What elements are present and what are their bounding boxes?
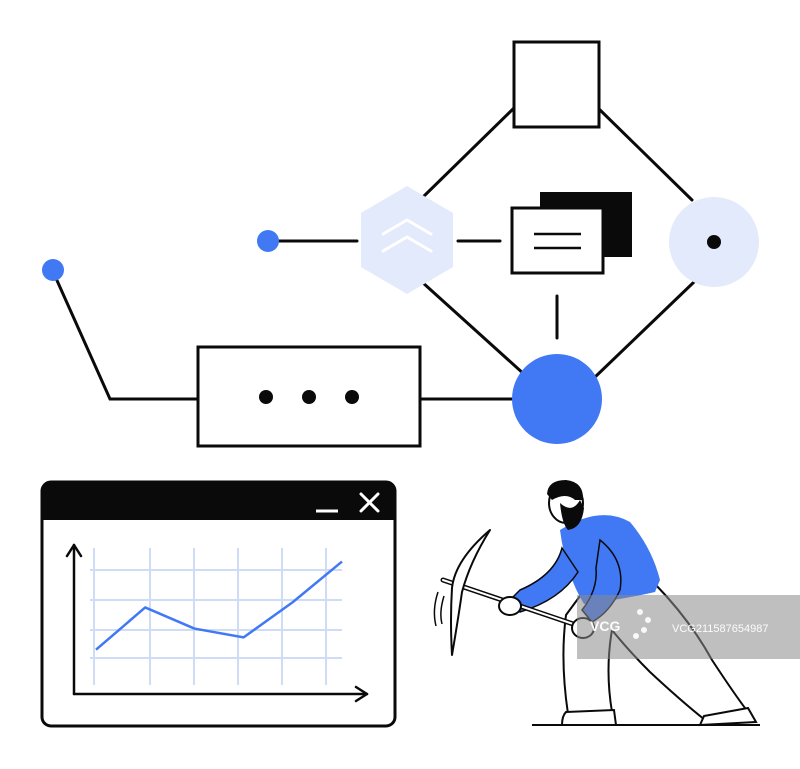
- beard: [560, 500, 584, 530]
- chart-grid: [90, 548, 342, 685]
- shoe: [560, 708, 618, 726]
- connector-line: [53, 274, 200, 401]
- watermark-id: VCG211587654987: [672, 623, 768, 635]
- connector-line: [592, 280, 696, 380]
- ellipsis-icon: [259, 390, 359, 404]
- line-chart: [65, 543, 369, 703]
- square-node: [512, 40, 601, 129]
- double-chevron-up-icon: [381, 218, 433, 253]
- hair: [547, 480, 584, 500]
- target-circle-node: [669, 197, 759, 287]
- watermark-logo: [633, 609, 651, 639]
- x-axis-arrow: [354, 685, 369, 703]
- motion-lines: [433, 591, 445, 627]
- ellipsis-box: [196, 345, 422, 448]
- connector-line: [420, 280, 527, 377]
- head: [547, 480, 584, 530]
- endpoint-dot: [42, 259, 64, 281]
- watermark-logo-text: VCG: [590, 618, 620, 634]
- chart-window: [40, 480, 397, 728]
- watermark: VCG VCG211587654987: [577, 595, 800, 659]
- hexagon-node: [361, 186, 453, 294]
- chart-axes: [65, 543, 369, 703]
- document-cards: [510, 192, 632, 275]
- endpoint-dot: [257, 230, 279, 252]
- hand: [498, 596, 522, 616]
- series-line: [95, 560, 343, 651]
- window-titlebar: [42, 482, 395, 520]
- sweater-sleeve: [511, 546, 579, 613]
- pickaxe-head: [450, 529, 491, 656]
- document-lines-icon: [534, 232, 581, 250]
- close-icon[interactable]: [359, 492, 380, 513]
- shoe: [698, 706, 758, 727]
- network-diagram: [42, 40, 759, 448]
- connector-line: [596, 106, 694, 202]
- y-axis-arrow: [65, 543, 83, 558]
- chart-series: [95, 560, 343, 651]
- hub-circle-node: [512, 354, 602, 444]
- connector-line: [420, 106, 516, 200]
